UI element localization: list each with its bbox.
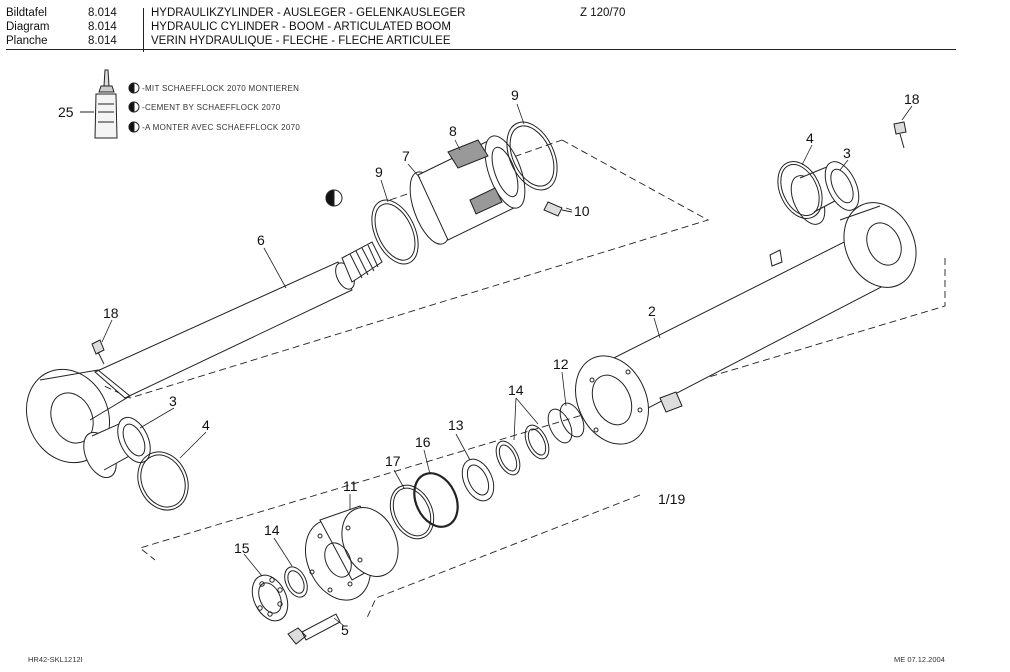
note-fr: -A MONTER AVEC SCHAEFFLOCK 2070 <box>142 123 300 132</box>
bearing-bush-left <box>83 416 151 479</box>
rod-seal-13 <box>461 458 495 502</box>
cylinder-tube <box>575 202 917 445</box>
header-label-3: Planche <box>6 35 48 47</box>
callout-17: 17 <box>385 453 401 469</box>
seal-ring-14b <box>495 440 521 476</box>
o-ring-16 <box>413 472 459 528</box>
callout-6: 6 <box>257 232 265 248</box>
grease-nipple-right <box>893 121 907 149</box>
circlip-left <box>137 451 189 511</box>
wiper-ring-14 <box>284 566 308 598</box>
callout-7: 7 <box>402 148 410 164</box>
leader-lines <box>101 103 913 627</box>
callout-9-upper: 9 <box>511 87 519 103</box>
seal-ring-left <box>371 199 419 265</box>
callout-18-left: 18 <box>103 305 119 321</box>
hex-screw-5 <box>287 613 341 645</box>
note-en: -CEMENT BY SCHAEFFLOCK 2070 <box>142 103 281 112</box>
header-number-3: 8.014 <box>88 35 117 47</box>
callout-3-right: 3 <box>843 145 851 161</box>
callout-4-left: 4 <box>202 417 210 433</box>
callout-25: 25 <box>58 104 74 120</box>
grease-nipple-left <box>91 339 105 365</box>
grub-screw <box>543 201 573 217</box>
sealant-bottle <box>94 69 118 139</box>
header-rule <box>6 49 956 50</box>
header-title-fr: VERIN HYDRAULIQUE - FLECHE - FLECHE ARTI… <box>151 35 451 47</box>
header-title-en: HYDRAULIC CYLINDER - BOOM - ARTICULATED … <box>151 21 451 33</box>
guide-ring-12 <box>547 402 585 444</box>
header-number-1: 8.014 <box>88 7 117 19</box>
callout-15: 15 <box>234 540 250 556</box>
header-number-2: 8.014 <box>88 21 117 33</box>
callout-18-right: 18 <box>904 91 920 107</box>
callout-3-left: 3 <box>169 393 177 409</box>
header-title-de: HYDRAULIKZYLINDER - AUSLEGER - GELENKAUS… <box>151 7 466 19</box>
seal-ring-right <box>506 121 558 191</box>
seal-ring-14a <box>524 424 550 460</box>
header-label-2: Diagram <box>6 21 50 33</box>
piston-assembly <box>409 135 526 245</box>
header-label-1: Bildtafel <box>6 7 47 19</box>
callout-14-lower: 14 <box>264 522 280 538</box>
callout-4-right: 4 <box>806 130 814 146</box>
footer-date: ME 07.12.2004 <box>894 655 945 664</box>
callout-14-upper: 14 <box>508 382 524 398</box>
callout-5: 5 <box>341 622 349 638</box>
cylinder-head <box>305 505 399 601</box>
callout-12: 12 <box>553 356 569 372</box>
backup-ring-17 <box>389 484 435 540</box>
circlip-right <box>777 161 823 219</box>
callout-10: 10 <box>574 203 590 219</box>
callout-13: 13 <box>448 417 464 433</box>
note-de: -MIT SCHAEFFLOCK 2070 MONTIEREN <box>142 84 299 93</box>
callout-9-lower: 9 <box>375 164 383 180</box>
header-block: Bildtafel Diagram Planche 8.014 8.014 8.… <box>0 4 1010 52</box>
half-circle-icon <box>128 121 140 133</box>
sealant-marker-icon <box>325 189 343 207</box>
header-model: Z 120/70 <box>580 7 626 19</box>
half-circle-icon <box>128 101 140 113</box>
callout-11: 11 <box>343 478 358 494</box>
ball-bearing-15 <box>251 574 289 622</box>
footer-drawing-code: HR42-SKL1212I <box>28 655 83 664</box>
header-divider <box>143 8 144 52</box>
half-circle-icon <box>128 82 140 94</box>
callout-1-19: 1/19 <box>658 491 685 507</box>
callout-2: 2 <box>648 303 656 319</box>
callout-16: 16 <box>415 434 431 450</box>
callout-8: 8 <box>449 123 457 139</box>
